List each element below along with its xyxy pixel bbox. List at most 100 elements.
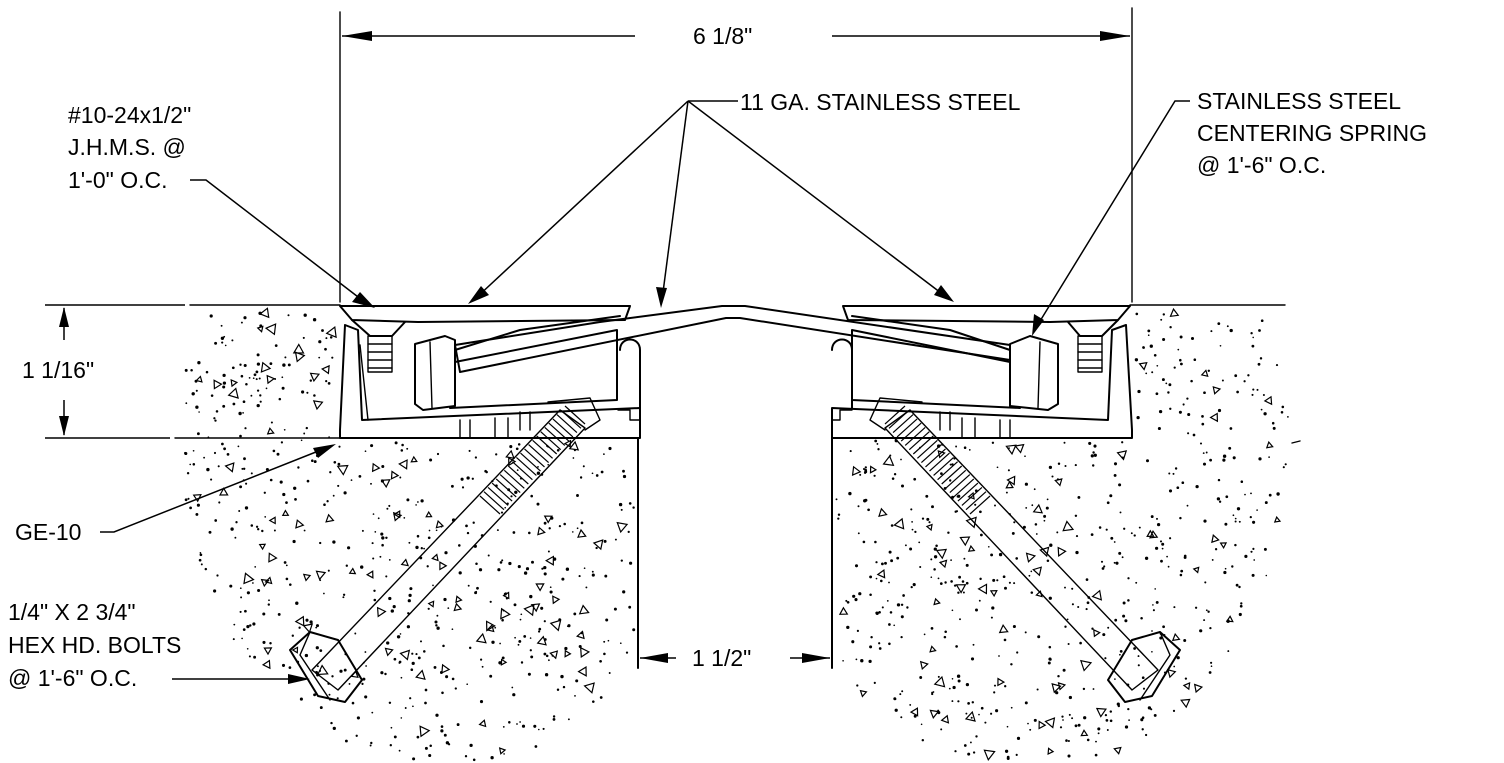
- aggregate-dot: [220, 336, 225, 340]
- aggregate-dot: [1003, 638, 1007, 642]
- aggregate-dot: [269, 362, 273, 365]
- aggregate-dot: [257, 528, 260, 531]
- thread-hatch: [925, 448, 946, 468]
- aggregate-dot: [889, 454, 892, 457]
- aggregate-dot: [1074, 464, 1077, 467]
- aggregate-dot: [234, 536, 237, 539]
- aggregate-mark: [998, 624, 1009, 634]
- aggregate-dot: [1144, 733, 1148, 737]
- aggregate-dot: [1153, 353, 1157, 357]
- aggregate-dot: [442, 644, 445, 648]
- aggregate-dot: [595, 474, 599, 477]
- aggregate-dot: [1110, 536, 1114, 540]
- aggregate-dot: [1253, 559, 1256, 561]
- aggregate-mark: [320, 364, 330, 375]
- aggregate-dot: [1029, 728, 1032, 731]
- aggregate-dot: [293, 486, 297, 490]
- aggregate-dot: [222, 404, 226, 408]
- aggregate-dot: [544, 638, 547, 641]
- aggregate-dot: [1064, 625, 1067, 628]
- aggregate-mark: [427, 600, 435, 608]
- aggregate-dot: [347, 546, 351, 550]
- aggregate-dot: [399, 633, 402, 635]
- aggregate-mark: [264, 576, 273, 585]
- aggregate-mark: [1095, 707, 1107, 718]
- aggregate-dot: [1232, 456, 1236, 460]
- callout-screw-line-3: 1'-0" O.C.: [68, 167, 167, 193]
- aggregate-dot: [489, 600, 492, 603]
- aggregate-dot: [223, 335, 226, 338]
- aggregate-mark: [261, 659, 271, 670]
- aggregate-mark: [1057, 682, 1067, 691]
- aggregate-dot: [1260, 408, 1263, 411]
- aggregate-dot: [1114, 618, 1118, 622]
- aggregate-dot: [958, 575, 962, 579]
- aggregate-dot: [215, 410, 219, 413]
- aggregate-dot: [968, 449, 971, 451]
- aggregate-dot: [472, 758, 476, 762]
- aggregate-dot: [1127, 707, 1130, 711]
- aggregate-dot: [490, 756, 494, 760]
- aggregate-dot: [460, 477, 464, 481]
- aggregate-dot: [543, 572, 547, 576]
- aggregate-dot: [873, 474, 876, 477]
- aggregate-dot: [955, 645, 958, 648]
- aggregate-dot: [970, 716, 973, 719]
- aggregate-dot: [1240, 602, 1243, 605]
- aggregate-dot: [1022, 525, 1026, 529]
- aggregate-dot: [1234, 517, 1237, 520]
- aggregate-mark: [266, 427, 275, 435]
- aggregate-dot: [957, 591, 960, 594]
- aggregate-mark: [1193, 683, 1204, 694]
- aggregate-dot: [263, 491, 266, 494]
- aggregate-dot: [1162, 625, 1165, 629]
- aggregate-dot: [302, 336, 305, 339]
- aggregate-dot: [419, 640, 423, 643]
- aggregate-dot: [1271, 421, 1275, 425]
- aggregate-mark: [1057, 546, 1067, 557]
- aggregate-dot: [909, 703, 912, 706]
- aggregate-dot: [237, 445, 240, 448]
- aggregate-dot: [1067, 642, 1070, 646]
- aggregate-dot: [519, 721, 521, 723]
- aggregate-mark: [1138, 361, 1148, 371]
- aggregate-dot: [1258, 457, 1262, 461]
- aggregate-dot: [1104, 657, 1107, 660]
- aggregate-dot: [415, 653, 418, 656]
- aggregate-dot: [965, 563, 969, 567]
- aggregate-dot: [890, 559, 894, 563]
- aggregate-dot: [893, 473, 897, 476]
- aggregate-dot: [937, 675, 940, 678]
- aggregate-dot: [863, 499, 867, 503]
- aggregate-dot: [1028, 574, 1031, 577]
- aggregate-dot: [888, 642, 891, 646]
- aggregate-dot: [264, 516, 267, 518]
- aggregate-mark: [543, 515, 553, 524]
- thread-hatch: [892, 414, 914, 434]
- aggregate-dot: [1051, 475, 1054, 478]
- aggregate-dot: [1207, 369, 1211, 372]
- aggregate-dot: [900, 635, 903, 639]
- thread-hatch: [495, 478, 517, 498]
- aggregate-dot: [1172, 472, 1175, 475]
- aggregate-dot: [1268, 456, 1270, 458]
- aggregate-dot: [1178, 410, 1182, 414]
- aggregate-dot: [509, 445, 513, 449]
- aggregate-mark: [1113, 746, 1122, 755]
- aggregate-dot: [232, 638, 235, 641]
- aggregate-dot: [846, 600, 850, 604]
- aggregate-dot: [1224, 522, 1228, 526]
- thread-hatch: [556, 414, 578, 434]
- aggregate-dot: [627, 530, 630, 534]
- aggregate-dot: [259, 324, 263, 328]
- aggregate-dot: [245, 383, 248, 386]
- aggregate-dot: [565, 567, 570, 571]
- aggregate-dot: [364, 450, 367, 453]
- aggregate-dot: [184, 368, 188, 372]
- aggregate-dot: [214, 419, 217, 422]
- aggregate-dot: [400, 676, 403, 679]
- aggregate-dot: [435, 529, 438, 532]
- thread-hatch: [507, 465, 529, 485]
- aggregate-dot: [564, 646, 568, 651]
